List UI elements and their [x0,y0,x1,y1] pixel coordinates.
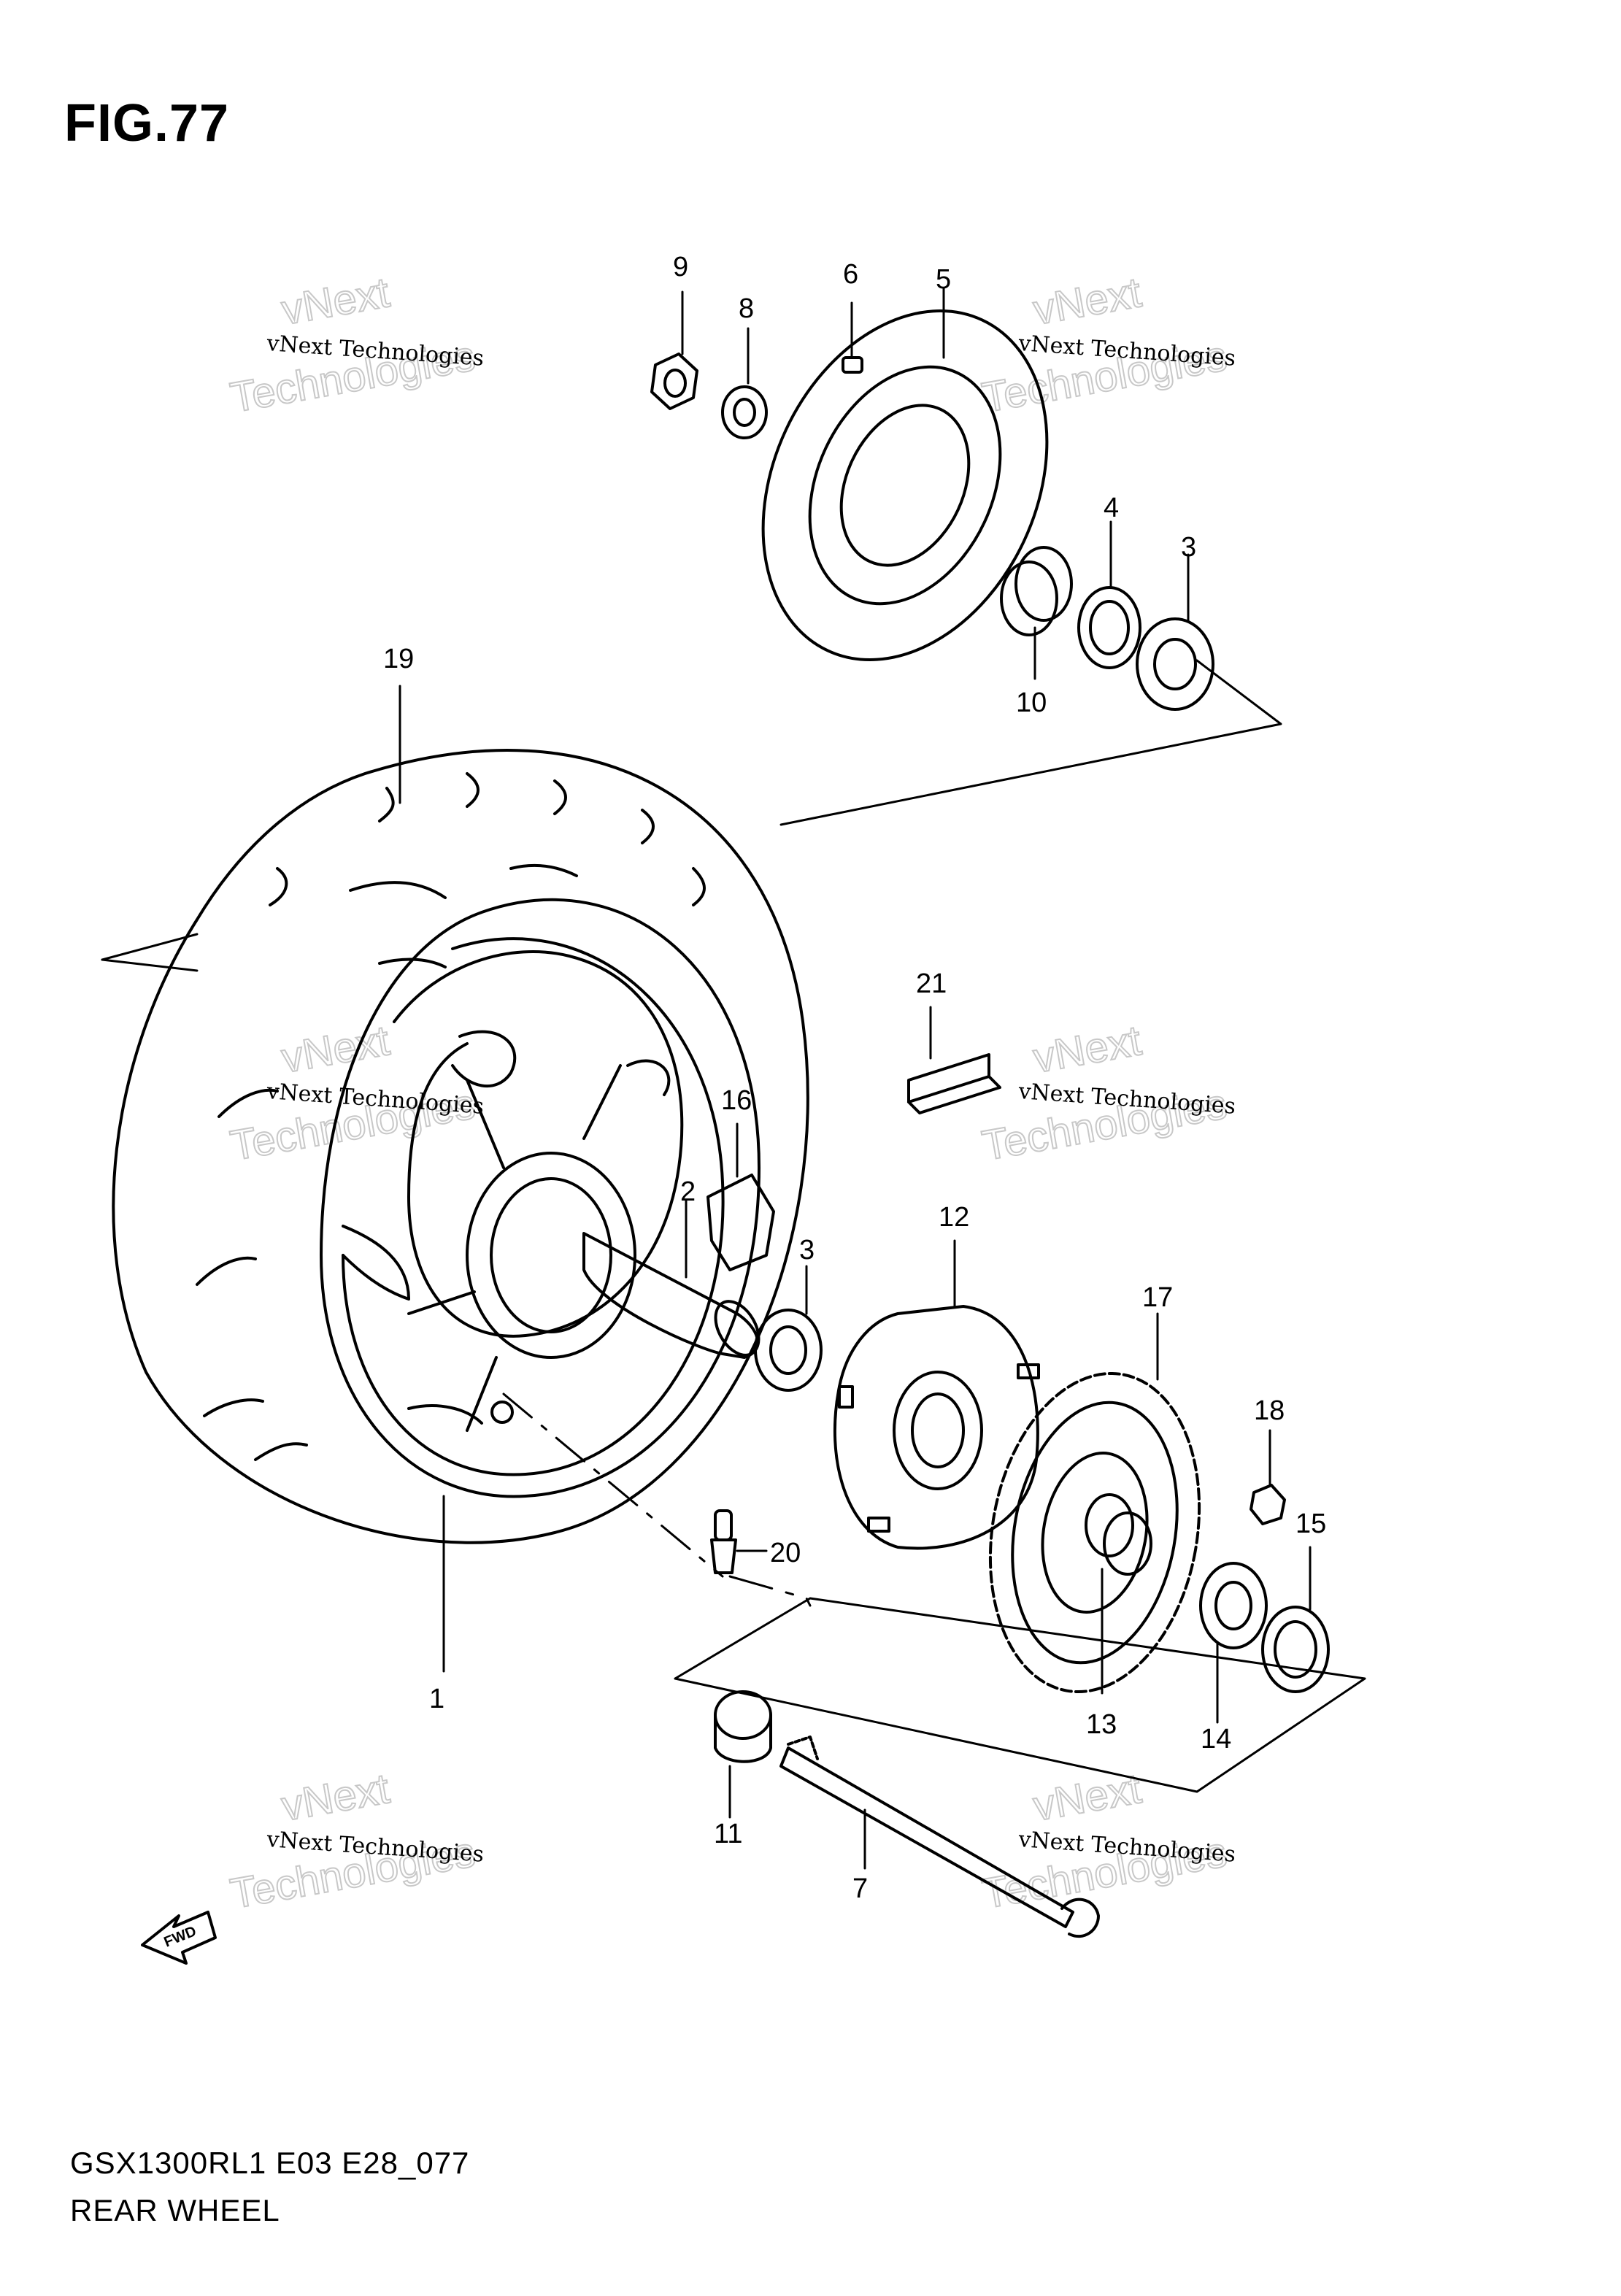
spacer-13 [1085,1493,1152,1695]
watermark-large-1: vNext [278,1017,393,1082]
oil-seal-4 [1077,520,1141,669]
callout-21: 21 [916,968,947,999]
callout-12: 12 [939,1202,969,1233]
rear-wheel-rim [342,950,684,1673]
fwd-arrow-icon: FWD [141,1911,217,1965]
valve-20 [710,1509,768,1574]
watermark-large-1: vNext [1030,1017,1144,1082]
watermark-1: vNext Technologies vNext Technologies [226,268,485,423]
axle-7 [779,1736,1100,1938]
bearing-14 [1199,1562,1268,1724]
callout-18: 18 [1254,1395,1285,1426]
callout-9: 9 [673,252,688,282]
callout-8: 8 [739,293,754,324]
watermark-5: vNext Technologies vNext Technologies [226,1764,485,1919]
spacer-2 [582,1199,761,1359]
watermark-large-1: vNext [278,269,393,334]
callout-7: 7 [852,1873,868,1904]
callout-6: 6 [843,259,858,290]
spacer-11 [714,1690,772,1819]
callout-2: 2 [680,1176,696,1207]
callout-17: 17 [1142,1282,1173,1313]
callout-3-upper: 3 [1181,532,1196,563]
figure-title: FIG.77 [64,94,230,153]
bearing-3-lower [754,1265,823,1392]
brake-disc [761,287,1049,662]
callout-19: 19 [383,644,414,674]
sensor-21 [907,1006,1001,1114]
assembly-guide-lines [101,659,1366,1793]
callout-10: 10 [1016,687,1047,718]
model-code: GSX1300RL1 E03 E28_077 [70,2146,470,2180]
rear-tire [112,749,809,1544]
washer-8 [721,327,768,439]
callout-3-lower: 3 [799,1235,815,1266]
watermark-large-1: vNext [278,1765,393,1830]
rear-sprocket-17 [988,1312,1201,1694]
bearing-3-upper [1136,553,1214,711]
watermark-large-1: vNext [1030,269,1144,334]
nut-9 [650,290,698,410]
nut-18 [1250,1429,1286,1525]
watermark-6: vNext Technologies vNext Technologies [978,1764,1236,1919]
watermark-4: vNext Technologies vNext Technologies [978,1016,1236,1171]
collar-10 [1000,546,1073,680]
damper-16 [706,1122,775,1271]
callout-4: 4 [1104,493,1119,523]
callout-16: 16 [721,1085,752,1116]
bolt-6 [842,301,863,374]
callout-labels: 1 2 3 3 4 5 6 7 8 9 10 11 12 13 14 15 16… [383,252,1326,1904]
sprocket-drum-12 [833,1239,1040,1550]
callout-1: 1 [429,1684,444,1714]
callout-20: 20 [770,1538,801,1568]
section-name: REAR WHEEL [70,2193,280,2227]
callout-13: 13 [1086,1709,1117,1740]
watermark-2: vNext Technologies vNext Technologies [978,268,1236,423]
callout-11: 11 [714,1819,742,1849]
callout-15: 15 [1295,1509,1326,1539]
watermark-large-1: vNext [1030,1765,1144,1830]
oil-seal-15 [1261,1546,1330,1693]
callout-14: 14 [1201,1724,1231,1754]
callout-5: 5 [936,264,951,295]
watermark-3: vNext Technologies vNext Technologies [226,1016,485,1171]
